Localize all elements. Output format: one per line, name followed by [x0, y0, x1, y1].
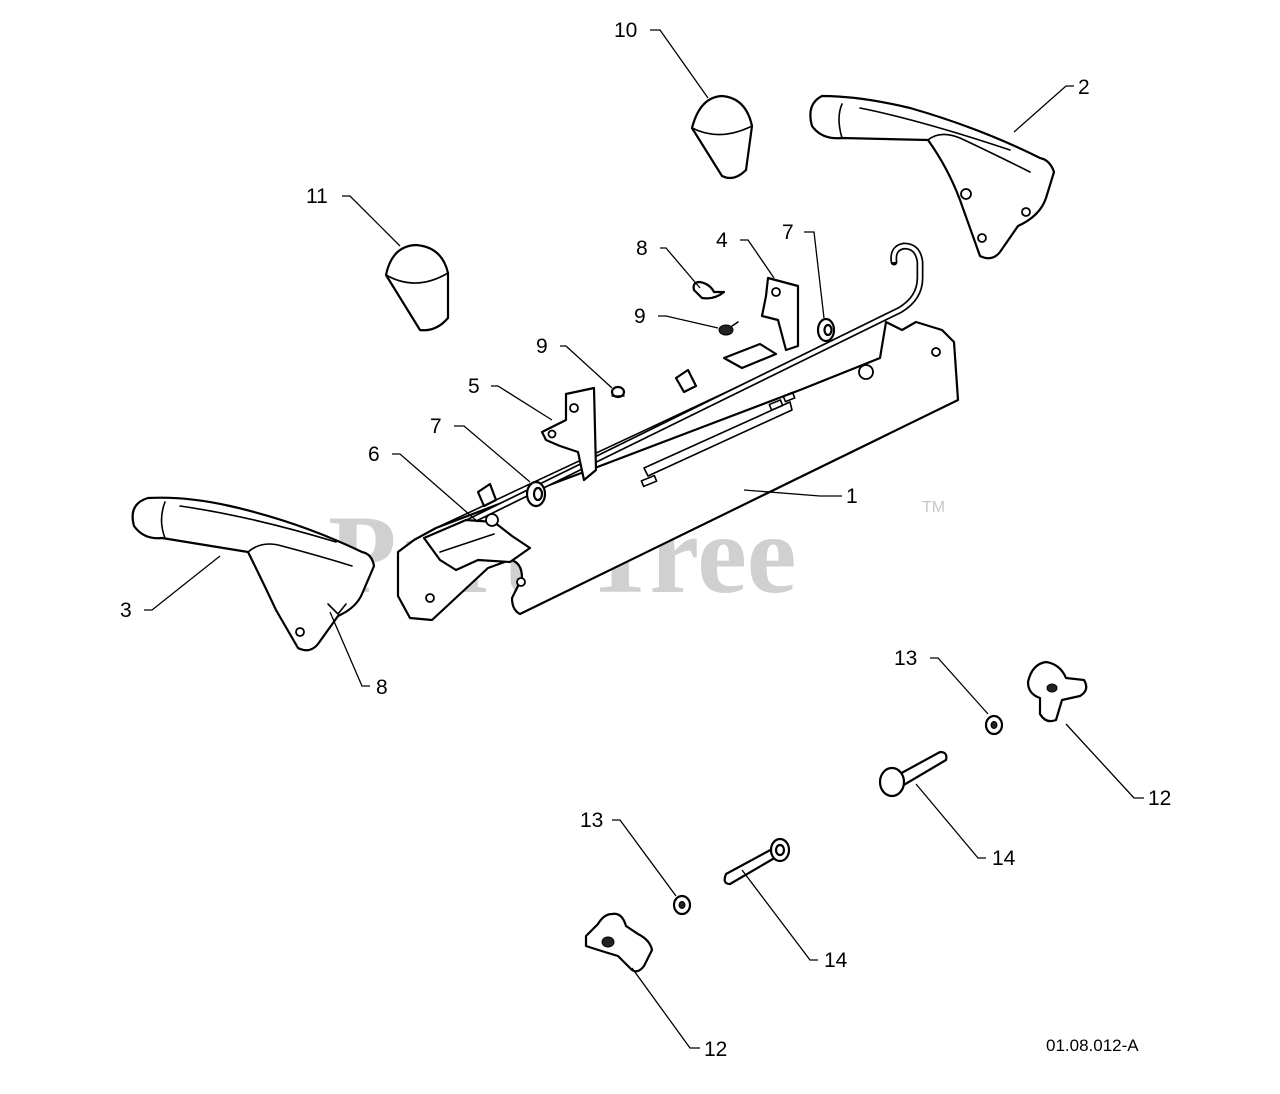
part-7-spacer-b — [816, 317, 836, 343]
label-part-3: 3 — [120, 599, 132, 622]
label-part-8-bottom: 8 — [376, 676, 388, 699]
label-part-10: 10 — [614, 19, 637, 42]
part-12-knob-b — [584, 912, 654, 973]
drawing-code: 01.08.012-A — [1046, 1036, 1139, 1055]
part-7-spacer-a — [525, 480, 547, 508]
label-part-13-left: 13 — [580, 809, 603, 832]
label-part-1: 1 — [846, 485, 858, 508]
label-part-13-right: 13 — [894, 647, 917, 670]
part-4-bracket — [722, 276, 800, 370]
label-part-5: 5 — [468, 375, 480, 398]
part-8-clip-top — [692, 280, 726, 300]
leader-lines — [144, 29, 1144, 1049]
part-12-knob-a — [1026, 660, 1088, 723]
part-2-handle — [809, 94, 1056, 260]
part-14-bolt-a — [878, 750, 948, 798]
part-3-handle — [131, 496, 376, 652]
label-part-9-right: 9 — [634, 305, 646, 328]
label-part-8-top: 8 — [636, 237, 648, 260]
part-10-knob — [690, 94, 754, 180]
part-9-bolt-b — [610, 385, 626, 399]
label-part-11: 11 — [306, 185, 328, 208]
part-1-plate-assembly — [396, 242, 960, 622]
label-part-14-right: 14 — [992, 847, 1016, 870]
part-14-bolt-b — [723, 837, 791, 886]
part-6-bracket — [422, 513, 532, 572]
label-part-7-right: 7 — [782, 221, 794, 244]
part-9-bolt-a — [718, 321, 739, 336]
label-part-7-left: 7 — [430, 415, 442, 438]
label-part-14-left: 14 — [824, 949, 848, 972]
label-part-2: 2 — [1078, 76, 1090, 99]
part-13-washer-b — [672, 894, 692, 916]
part-labels: 10 2 11 8 4 7 9 9 5 7 6 1 3 8 13 12 14 1… — [120, 19, 1171, 1061]
label-part-4: 4 — [716, 229, 728, 252]
part-11-knob — [384, 243, 450, 332]
part-13-washer-a — [984, 714, 1004, 736]
label-part-9-left: 9 — [536, 335, 548, 358]
label-part-6: 6 — [368, 443, 380, 466]
label-part-12-left: 12 — [704, 1038, 727, 1061]
label-part-12-right: 12 — [1148, 787, 1171, 810]
watermark-tm: TM — [922, 499, 945, 516]
part-5-bracket — [540, 386, 598, 482]
